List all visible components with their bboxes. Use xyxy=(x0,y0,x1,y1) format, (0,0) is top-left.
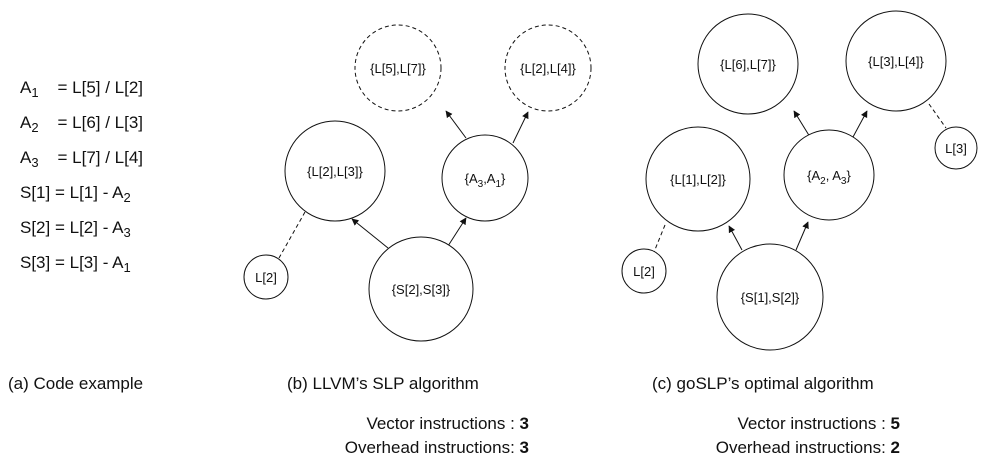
node-label: {L[6],L[7]} xyxy=(720,57,776,72)
code-lhs: S[3] = L[3] - A xyxy=(20,253,124,272)
diagram-goslp-optimal: {L[6],L[7]} {L[3],L[4]} {L[1],L[2]} {A2,… xyxy=(621,10,978,351)
edge-l12-l2 xyxy=(653,224,666,253)
caption-code-example: (a) Code example xyxy=(8,374,144,393)
node-l23: {L[2],L[3]} xyxy=(284,120,386,222)
edge-s23-a31 xyxy=(447,217,467,247)
code-line-s1: S[1] = L[1] - A2 xyxy=(20,183,131,205)
diagram-llvm-slp: {L[5],L[7]} {L[2],L[4]} {L[2],L[3]} {A3,… xyxy=(243,24,592,342)
node-l3-c: L[3] xyxy=(934,126,978,170)
node-l57: {L[5],L[7]} xyxy=(354,24,442,112)
stat-label: Vector instructions : xyxy=(366,414,520,433)
edge-a31-l24 xyxy=(512,111,529,144)
code-sub: 1 xyxy=(123,260,131,275)
code-rhs: = L[7] / L[4] xyxy=(57,148,144,167)
node-l2-c: L[2] xyxy=(621,248,667,294)
edge-a23-l34 xyxy=(852,110,868,138)
stat-c-vector: Vector instructions : 5 xyxy=(737,414,900,434)
label-part: {A xyxy=(465,171,478,186)
edge-s12-l12 xyxy=(728,225,743,251)
stat-value: 3 xyxy=(519,438,529,457)
label-part: , A xyxy=(826,168,842,183)
node-a31: {A3,A1} xyxy=(441,134,529,222)
node-label: {L[5],L[7]} xyxy=(370,61,426,76)
stat-value: 3 xyxy=(519,414,529,433)
code-line-a3: A3 = L[7] / L[4] xyxy=(20,148,143,170)
code-rhs: = L[6] / L[3] xyxy=(57,113,144,132)
node-label: L[2] xyxy=(633,264,655,279)
code-rhs: = L[5] / L[2] xyxy=(57,78,144,97)
edge-s12-a23 xyxy=(795,221,809,251)
stat-b-vector: Vector instructions : 3 xyxy=(366,414,529,434)
stat-label: Vector instructions : xyxy=(737,414,891,433)
node-label: {L[2],L[3]} xyxy=(307,164,363,179)
node-label: {S[1],S[2]} xyxy=(741,290,800,305)
node-label: {S[2],S[3]} xyxy=(392,282,451,297)
code-lhs: A xyxy=(20,148,32,167)
code-sub: 3 xyxy=(31,155,39,170)
edge-a23-l67 xyxy=(793,110,811,138)
code-lhs: S[2] = L[2] - A xyxy=(20,218,124,237)
stat-b-overhead: Overhead instructions: 3 xyxy=(345,438,529,458)
code-line-a2: A2 = L[6] / L[3] xyxy=(20,113,143,135)
label-part: } xyxy=(846,168,851,183)
stat-label: Overhead instructions: xyxy=(715,438,891,457)
code-sub: 2 xyxy=(123,190,131,205)
code-sub: 3 xyxy=(123,225,131,240)
label-sub: 3 xyxy=(478,179,484,190)
node-label: {L[2],L[4]} xyxy=(520,61,576,76)
label-part: ,A xyxy=(483,171,496,186)
label-sub: 3 xyxy=(841,176,847,187)
code-lhs: S[1] = L[1] - A xyxy=(20,183,124,202)
code-sub: 2 xyxy=(31,120,39,135)
node-label: {L[3],L[4]} xyxy=(868,54,924,69)
stat-label: Overhead instructions: xyxy=(344,438,520,457)
caption-goslp: (c) goSLP’s optimal algorithm xyxy=(652,374,874,393)
edge-a31-l57 xyxy=(445,110,467,139)
node-l34: {L[3],L[4]} xyxy=(845,10,947,112)
stat-value: 2 xyxy=(890,438,900,457)
code-line-a1: A1 = L[5] / L[2] xyxy=(20,78,143,100)
edge-l23-l2 xyxy=(278,211,306,259)
code-lhs: A xyxy=(20,78,32,97)
node-a23: {A2, A3} xyxy=(783,129,875,221)
node-s23: {S[2],S[3]} xyxy=(368,236,474,342)
node-label: {A3,A1} xyxy=(465,171,506,190)
code-line-s2: S[2] = L[2] - A3 xyxy=(20,218,131,240)
node-l2-b: L[2] xyxy=(243,254,289,300)
code-lhs: A xyxy=(20,113,32,132)
node-label: L[2] xyxy=(255,270,277,285)
node-label: L[3] xyxy=(945,141,967,156)
edge-l34-l3 xyxy=(928,103,947,129)
label-sub: 2 xyxy=(820,176,826,187)
node-label: {A2, A3} xyxy=(807,168,851,187)
node-l67: {L[6],L[7]} xyxy=(697,13,799,115)
node-l24: {L[2],L[4]} xyxy=(504,24,592,112)
label-part: {A xyxy=(807,168,820,183)
stat-c-overhead: Overhead instructions: 2 xyxy=(716,438,900,458)
code-sub: 1 xyxy=(31,85,39,100)
node-s12: {S[1],S[2]} xyxy=(716,243,824,351)
label-part: } xyxy=(501,171,506,186)
caption-llvm-slp: (b) LLVM’s SLP algorithm xyxy=(287,374,479,393)
edge-s23-l23 xyxy=(351,218,389,249)
code-line-s3: S[3] = L[3] - A1 xyxy=(20,253,131,275)
node-label: {L[1],L[2]} xyxy=(670,172,726,187)
stat-value: 5 xyxy=(890,414,900,433)
node-l12: {L[1],L[2]} xyxy=(645,126,751,232)
label-sub: 1 xyxy=(495,179,501,190)
